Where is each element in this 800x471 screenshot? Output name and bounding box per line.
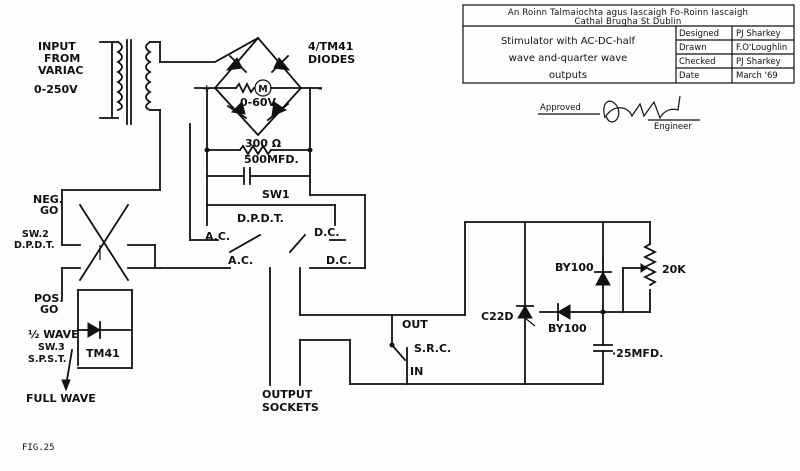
designed-label: Designed [679,29,719,39]
half-wave-label: ½ WAVE [28,328,79,341]
diode-bridge-4 [271,101,288,117]
diode-tm41 [87,322,101,338]
checked-label: Checked [679,57,715,67]
meter-range-label: 0-60V [240,96,277,109]
minus-terminal: - [318,82,323,95]
approved-label: Approved [540,103,581,113]
sw2-dpdt-label: D.P.D.T. [14,240,54,251]
dc-bottom-label: D.C. [326,254,352,267]
date-label: Date [679,71,699,81]
sw1-dpdt-label: D.P.D.T. [237,212,284,225]
approval-signature [603,95,681,123]
dc-top-label: D.C. [314,226,340,239]
c22d-scr [517,305,533,319]
sw3-label: SW.3 [38,342,65,353]
checked-value: PJ Sharkey [736,57,781,67]
drawn-label: Drawn [679,43,707,53]
title-block-frame [462,4,795,84]
neg-go-line-1: NEG. [33,193,63,206]
department-line-1: An Roinn Talmaiochta agus Iascaigh Fo-Ro… [508,8,748,18]
by100-bottom-label: BY100 [548,322,587,335]
diodes-label-line-1: 4/TM41 [308,40,353,53]
diode-by100-bottom [557,304,571,320]
sw2-label: SW.2 [22,229,49,240]
drawing-title-line-2: wave and-quarter wave [509,53,628,64]
switch-sw2 [61,189,161,301]
resistor-300-label: 300 Ω [245,137,282,150]
switch-sw3 [61,289,133,392]
title-block: An Roinn Talmaiochta agus Iascaigh Fo-Ro… [462,4,795,132]
pos-go-line-2: GO [40,303,58,316]
switch-sw1 [159,175,366,386]
out-label: OUT [402,318,428,331]
sw3-spst-label: S.P.S.T. [28,354,66,365]
diode-bridge-1 [225,57,243,71]
pos-go-line-1: POS. [34,292,64,305]
c22d-label: C22D [481,310,514,323]
capacitor-025-label: ·25MFD. [612,347,663,360]
potentiometer-label: 20K [662,263,686,276]
ac-bottom-label: A.C. [228,254,253,267]
date-value: March '69 [736,71,778,81]
resistor-300 [238,144,273,156]
input-range-label: 0-250V [34,83,78,96]
drawing-title-line-3: outputs [549,70,587,81]
input-label-line-2: FROM [44,52,80,65]
full-wave-label: FULL WAVE [26,392,96,405]
diode-by100-top [595,270,611,286]
output-label-line-1: OUTPUT [262,388,313,401]
potentiometer-20k [642,242,658,287]
in-label: IN [410,365,423,378]
drawing-title-line-1: Stimulator with AC-DC-half [501,36,636,47]
tm41-label: TM41 [86,347,120,360]
output-label-line-2: SOCKETS [262,401,319,414]
diodes-label-line-2: DIODES [308,53,355,66]
ac-top-label: A.C. [205,230,230,243]
department-line-2: Cathal Brugha St Dublin [574,17,681,27]
capacitor-500-label: 500MFD. [244,153,299,166]
src-label: S.R.C. [414,342,451,355]
figure-number: FIG.25 [22,443,55,453]
neg-go-line-2: GO [40,204,58,217]
bridge-rectifier: M [159,36,322,137]
input-label-line-3: VARIAC [38,64,83,77]
quarter-wave-section [464,221,658,385]
drawn-value: F.O'Loughlin [736,43,787,53]
engineer-label: Engineer [654,122,692,132]
meter-symbol: M [258,84,267,95]
designed-value: PJ Sharkey [736,29,781,39]
sw1-label: SW1 [262,188,290,201]
by100-top-label: BY100 [555,261,594,274]
transformer [99,39,161,125]
output-section [299,221,526,386]
filter-network [204,144,313,185]
input-label-line-1: INPUT [38,40,76,53]
